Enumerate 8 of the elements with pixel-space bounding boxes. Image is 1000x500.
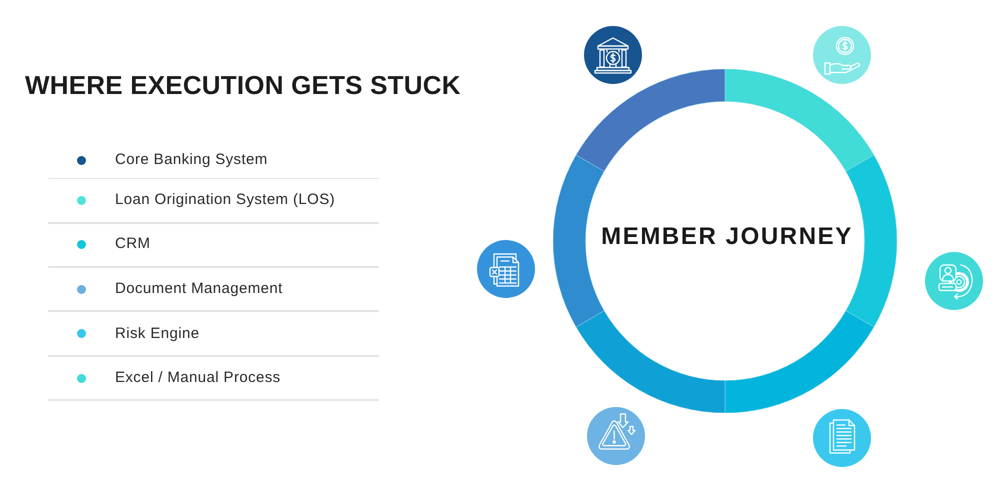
heading: WHERE EXECUTION GETS STUCK (25, 72, 461, 98)
list-item-text: Loan Origination System (LOS) (115, 191, 336, 210)
list-item-text: CRM (115, 235, 150, 254)
center-title: MEMBER JOURNEY (601, 223, 853, 252)
list-item-text: Document Management (115, 280, 283, 298)
list-item-text: Core Banking System (115, 151, 268, 170)
list-item-text: Excel / Manual Process (115, 369, 281, 388)
list-item-text: Risk Engine (115, 324, 200, 343)
